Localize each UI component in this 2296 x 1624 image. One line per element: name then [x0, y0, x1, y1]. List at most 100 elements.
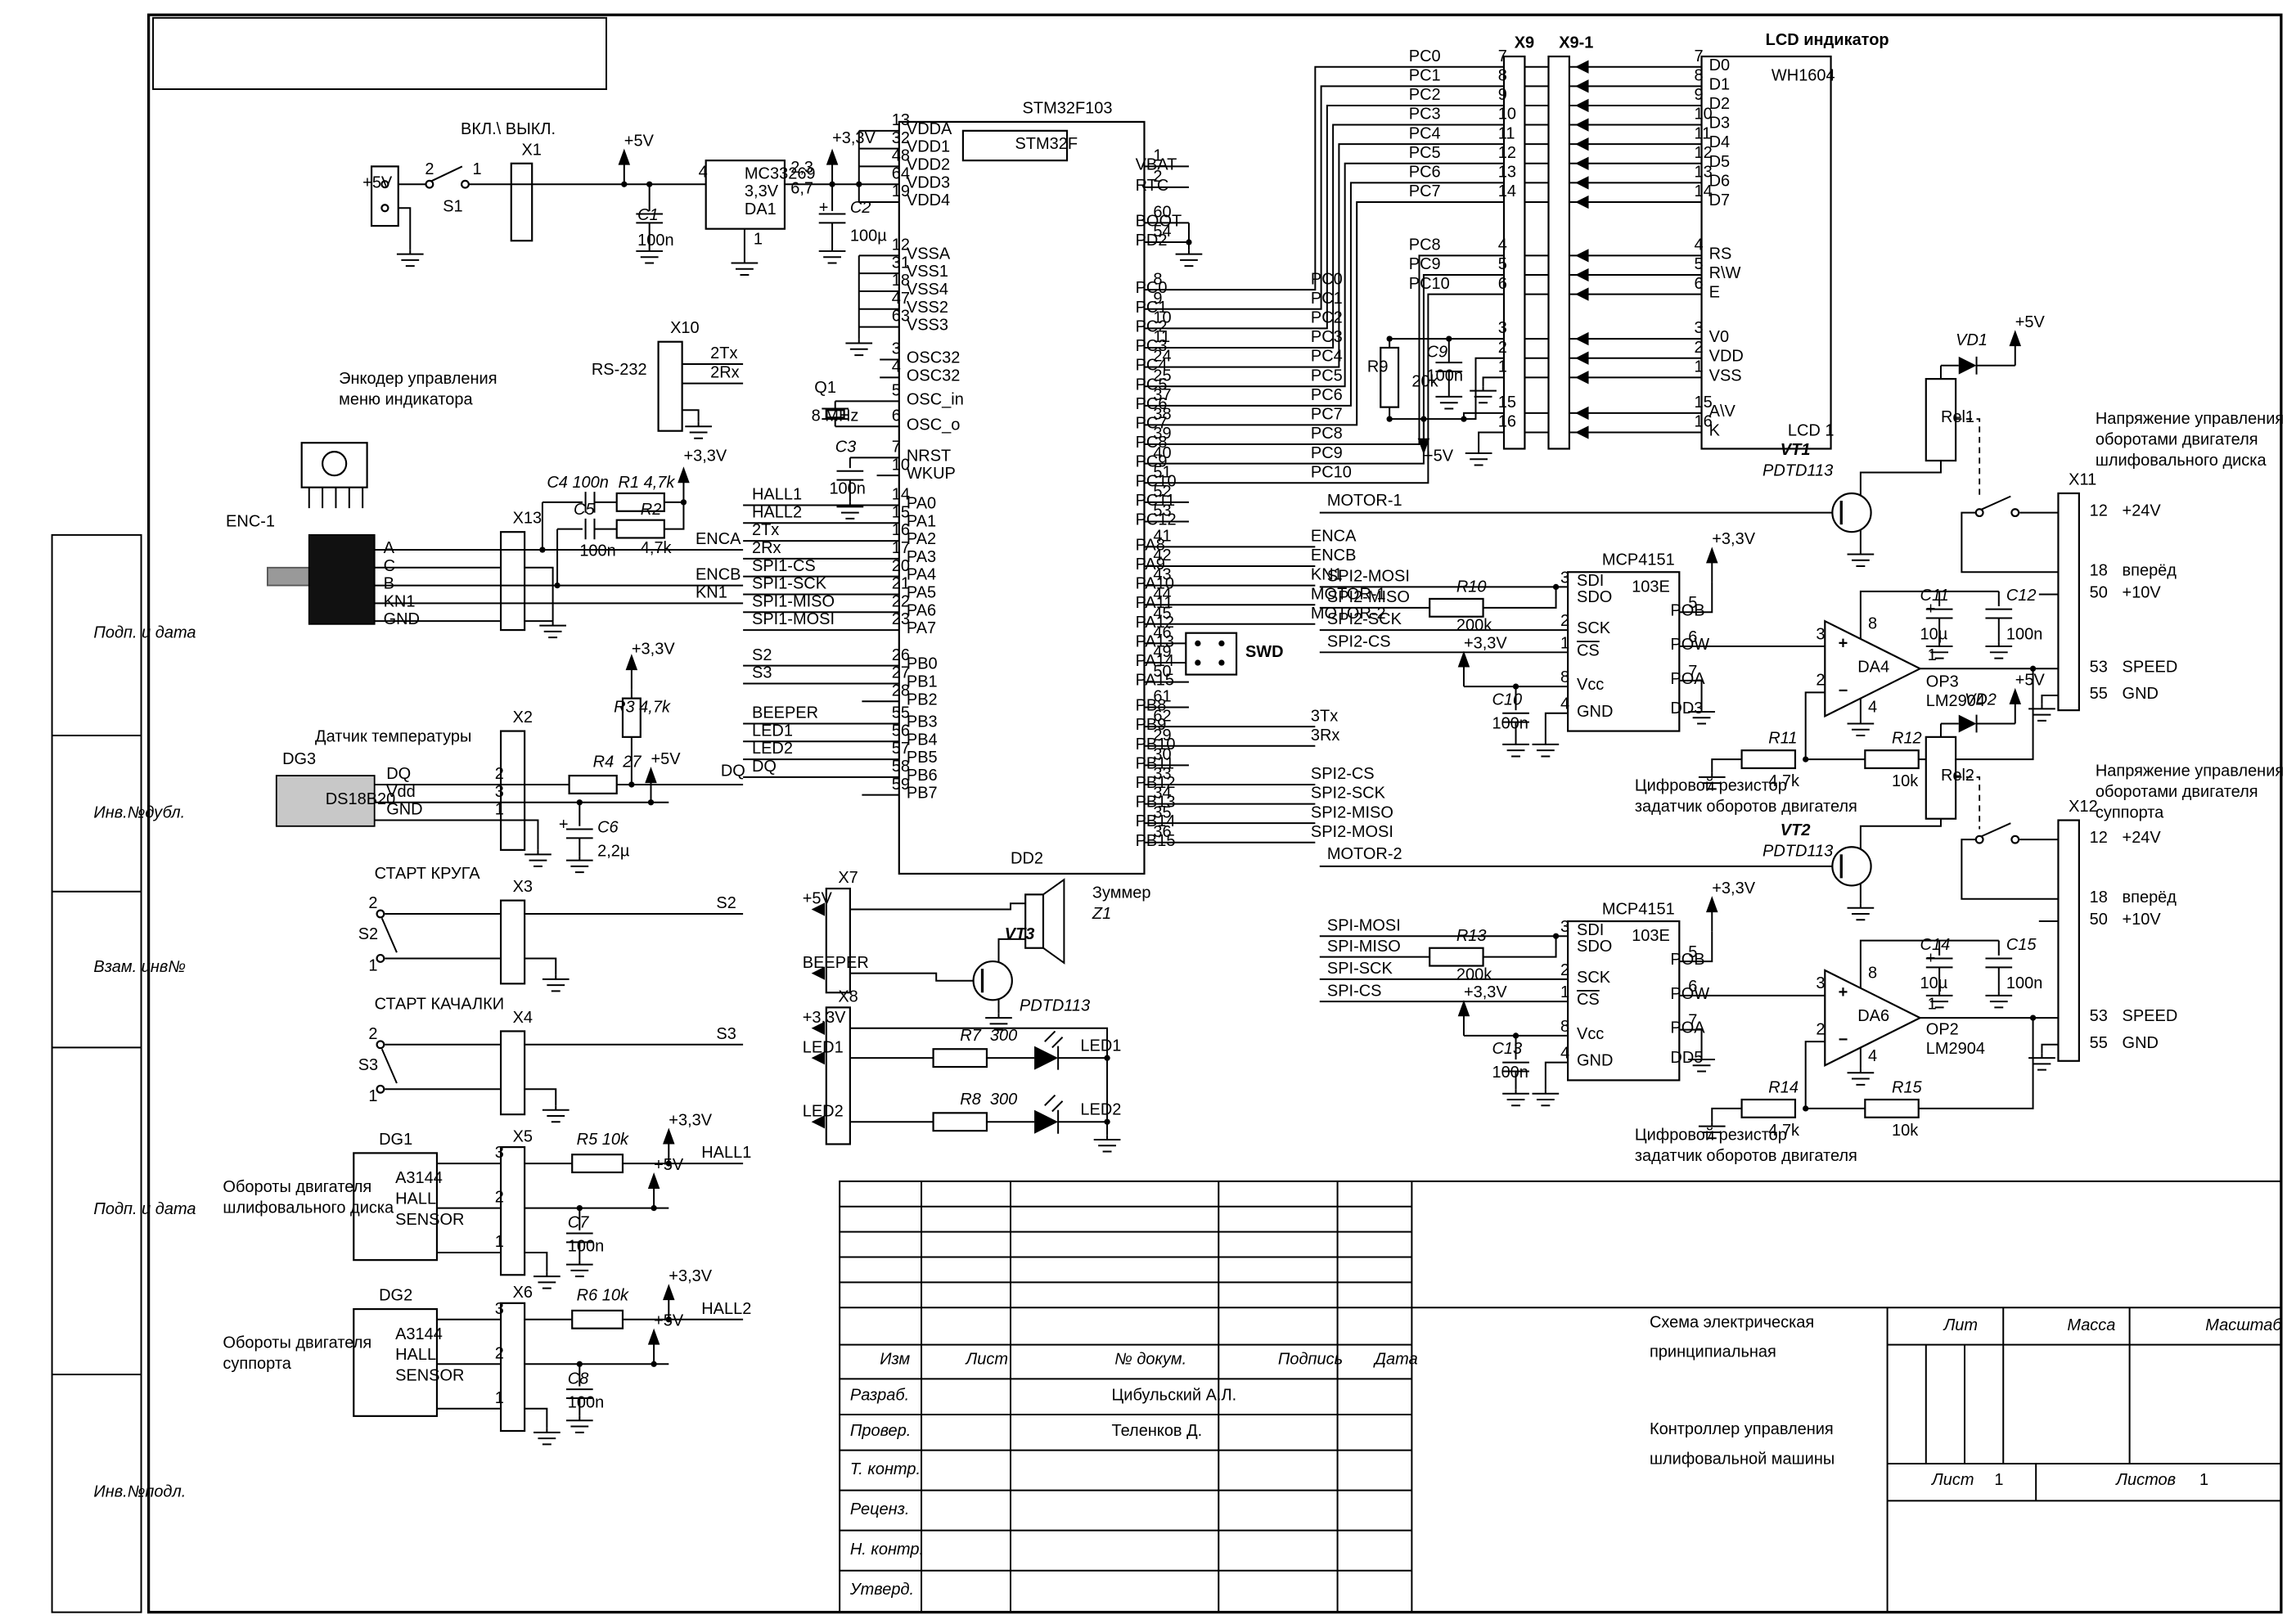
stm32-mcu-text-36: PA0	[906, 495, 937, 514]
stm32-mcu-text-65: 59	[891, 776, 910, 794]
stm32-mcu-text-41: 17	[891, 539, 910, 558]
stm32-mcu-text-3: 13	[891, 111, 910, 130]
lcd-indicator-text-63: K	[1708, 422, 1720, 441]
encoder-body	[308, 533, 376, 625]
stm32-mcu-text-104: 25	[1153, 367, 1172, 385]
opamp-da4-text-15: R11	[1768, 730, 1798, 748]
title-block-text-1: Лист	[966, 1351, 1008, 1370]
motor-channel-disk-text-14: SPEED	[2122, 658, 2178, 677]
motor-channel-support-text-2: PDTD113	[1763, 843, 1834, 861]
opamp-da4-text-17: R12	[1892, 730, 1922, 748]
stm32-mcu-text-57: 55	[891, 704, 910, 723]
resistor-r9	[1380, 346, 1400, 408]
digital-pot-dd3-text-24: 6	[1688, 628, 1698, 647]
lcd-indicator-text-0: X9	[1514, 34, 1535, 52]
title-block-text-0: Изм	[880, 1351, 911, 1370]
stm32-mcu-text-74: SPI1-MOSI	[751, 610, 835, 629]
stm32-mcu-text-119: PA8	[1135, 537, 1165, 555]
title-block-text-15: Контроллер управления	[1649, 1420, 1834, 1439]
lcd-indicator-text-3: WH1604	[1771, 67, 1835, 85]
stm32-mcu-text-32: NRST	[906, 448, 952, 466]
digital-pot-dd5-text-31: задатчик оборотов двигателя	[1634, 1147, 1857, 1166]
hall-sensor-disk-text-14: C7	[567, 1214, 589, 1233]
buzzer-circuit-text-4: Z1	[1092, 905, 1112, 924]
stm32-mcu-text-132: 49	[1153, 643, 1172, 662]
hall-sensor-disk-text-0: DG1	[379, 1131, 413, 1149]
motor-channel-disk-text-12: +10V	[2122, 584, 2161, 602]
stm32-mcu-text-135: PB8	[1135, 697, 1167, 716]
temperature-sensor-text-3: DQ	[386, 765, 412, 784]
connector-x13	[499, 531, 526, 632]
resistor-r2	[615, 519, 665, 539]
stm32-mcu-text-125: PA11	[1135, 594, 1173, 613]
opamp-da4-text-9: LM2904	[1925, 692, 1986, 711]
stm32-mcu-text-67: HALL1	[751, 486, 803, 505]
hall-sensor-support-text-10: R6 10k	[576, 1287, 628, 1306]
connector-x11	[2057, 492, 2080, 712]
digital-pot-dd3-text-12: Vcc	[1576, 676, 1605, 695]
lcd-indicator-text-31: 16	[1497, 413, 1516, 432]
motor-channel-support-text-17: Напряжение управления	[2095, 763, 2285, 781]
stm32-mcu-text-47: 22	[891, 593, 910, 611]
stm32-mcu-text-122: 42	[1153, 547, 1172, 565]
digital-pot-dd3-text-3: SPI2-SCK	[1326, 610, 1402, 629]
opamp-da6-text-4: 2	[1816, 1021, 1826, 1039]
lcd-indicator-text-49: D1	[1708, 76, 1731, 94]
temperature-sensor-text-13: DQ	[720, 763, 745, 781]
hall-sensor-support-text-12: +3,3V	[669, 1267, 713, 1286]
stm32-mcu-text-15: 31	[891, 254, 910, 272]
motor-channel-support-text-4: Rel2	[1940, 767, 1975, 785]
digital-pot-dd5-text-25: 7	[1688, 1012, 1698, 1031]
crystal-q1	[825, 409, 845, 419]
opamp-da6-text-10: C14	[1920, 936, 1951, 955]
motor-channel-disk-text-5: +5V	[2015, 313, 2045, 332]
temperature-sensor-text-4: Vdd	[386, 783, 416, 802]
power-supply-text-11: DA1	[744, 200, 777, 219]
power-supply-text-8: 100n	[637, 232, 674, 250]
connector-x12	[2057, 819, 2080, 1062]
opamp-da4-text-10: C11	[1920, 587, 1949, 605]
motor-channel-support-text-14: SPEED	[2122, 1007, 2178, 1026]
encoder-text-8: X13	[512, 510, 542, 529]
stm32-mcu-text-60: PB4	[906, 731, 938, 749]
motor2-circuit	[1319, 686, 2080, 1071]
stm32-mcu-text-24: OSC32	[906, 349, 961, 368]
led-circuit-text-1: +3,3V	[802, 1009, 846, 1028]
resistor-r3	[621, 697, 642, 738]
led-circuit-text-7: LED2	[1080, 1101, 1122, 1120]
stm32-mcu-text-75: S2	[751, 646, 772, 665]
digital-pot-dd5-text-28: C13	[1492, 1040, 1523, 1059]
stm32-mcu-text-17: 18	[891, 272, 910, 290]
buzzer-circuit-text-1: +5V	[802, 890, 832, 909]
power-supply-circuit	[370, 129, 899, 357]
swd-connector	[1185, 632, 1238, 676]
lcd-indicator-text-5: PC0	[1408, 47, 1441, 66]
motor-channel-support-text-12: +10V	[2122, 911, 2161, 929]
stm32-mcu-text-149: PB15	[1135, 832, 1176, 851]
digital-pot-dd3-text-16: POA	[1670, 670, 1705, 689]
stm32-mcu-text-105: PC6	[1135, 395, 1168, 414]
start-buttons-text-7: S3	[358, 1056, 379, 1075]
digital-pot-dd3-text-10: SCK	[1576, 619, 1611, 638]
lcd-indicator-text-58: E	[1708, 284, 1720, 303]
start-buttons-text-5: S2	[716, 894, 736, 913]
lcd-indicator-text-61: VSS	[1708, 367, 1742, 385]
stm32-mcu-text-68: HALL2	[751, 504, 803, 522]
stm32-mcu-text-155: PC4	[1310, 348, 1343, 367]
stm32-mcu-text-81: Q1	[814, 379, 836, 398]
stm32-mcu-text-55: 28	[891, 682, 910, 700]
start-buttons-text-9: 1	[368, 1087, 378, 1106]
motor-channel-disk-text-13: 53	[2089, 658, 2108, 677]
stm32-mcu-text-102: 24	[1153, 348, 1172, 367]
power-supply-text-6: +5V	[624, 133, 654, 151]
digital-pot-dd3-text-23: 5	[1688, 594, 1698, 613]
stm32-mcu-text-163: ENCB	[1310, 547, 1357, 565]
title-block-text-3: Подпись	[1277, 1351, 1344, 1370]
diode-vd1	[1958, 356, 1977, 375]
lcd-indicator-text-12: PC7	[1408, 182, 1441, 201]
motor-channel-support-text-6: X12	[2069, 798, 2098, 816]
opamp-da4-text-0: DA4	[1857, 658, 1890, 677]
encoder-text-7: GND	[383, 610, 420, 629]
lcd-indicator-text-14: PC9	[1408, 255, 1441, 274]
relay1-contact	[1974, 508, 1984, 518]
